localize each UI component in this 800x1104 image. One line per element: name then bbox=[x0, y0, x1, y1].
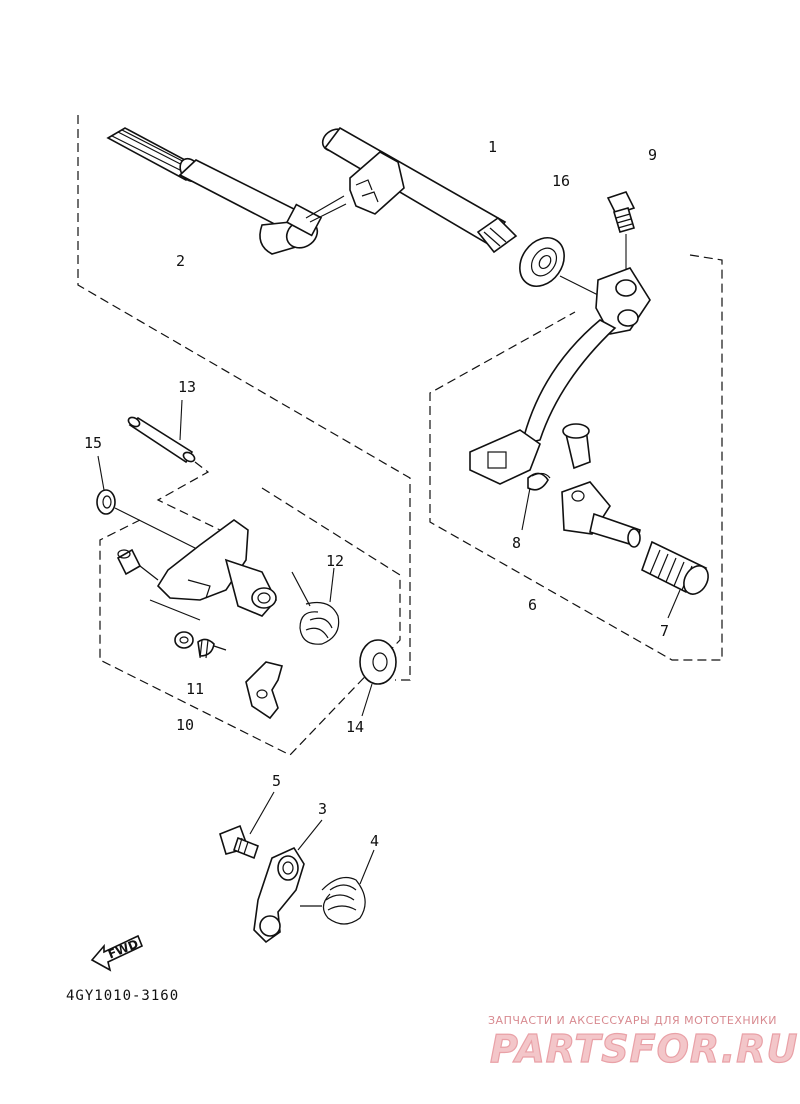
part-16-oil-seal bbox=[519, 237, 601, 297]
watermark-tagline: ЗАПЧАСТИ И АКСЕССУАРЫ ДЛЯ МОТОТЕХНИКИ bbox=[488, 1014, 777, 1027]
group-outline-upper bbox=[77, 115, 411, 681]
callout-8: 8 bbox=[512, 534, 521, 552]
part-3-stopper-lever bbox=[253, 819, 323, 944]
callout-10: 10 bbox=[176, 716, 194, 734]
callout-6: 6 bbox=[528, 596, 537, 614]
part-14-washer bbox=[359, 639, 397, 717]
part-12-torsion-spring bbox=[291, 567, 340, 645]
callout-4: 4 bbox=[370, 832, 379, 850]
part-8-spring-clip bbox=[521, 472, 551, 531]
part-5-bolt bbox=[219, 791, 275, 860]
part-10-shift-arm bbox=[116, 519, 277, 621]
part-9-bolt bbox=[606, 191, 636, 280]
part-1-shift-shaft bbox=[321, 126, 518, 254]
callout-5: 5 bbox=[272, 772, 281, 790]
callout-13: 13 bbox=[178, 378, 196, 396]
fwd-label: FWD bbox=[106, 937, 140, 962]
callout-2: 2 bbox=[176, 252, 185, 270]
part-11-spring-washer bbox=[174, 631, 227, 659]
callout-3: 3 bbox=[318, 800, 327, 818]
callout-12: 12 bbox=[326, 552, 344, 570]
group-outline-kick bbox=[429, 254, 723, 661]
callout-9: 9 bbox=[648, 146, 657, 164]
part-4-spring bbox=[300, 849, 375, 925]
part-6-kick-arm bbox=[469, 267, 651, 485]
diagram-code: 4GY1010-3160 bbox=[66, 988, 179, 1004]
callout-16: 16 bbox=[552, 172, 570, 190]
callout-7: 7 bbox=[660, 622, 669, 640]
part-2-shift-shaft bbox=[106, 127, 347, 255]
callout-11: 11 bbox=[186, 680, 204, 698]
stopper-plate bbox=[245, 661, 283, 720]
group-outline-13 bbox=[156, 461, 221, 531]
part-13-pin bbox=[127, 399, 196, 464]
part-7-kick-rubber bbox=[641, 540, 709, 619]
kick-pedal-pivot bbox=[561, 481, 641, 548]
part-15-circlip bbox=[96, 455, 216, 559]
group-outline-shift-arm bbox=[99, 487, 401, 756]
kick-pin bbox=[562, 423, 591, 470]
watermark-brand: PARTSFOR.RU bbox=[490, 1027, 798, 1071]
watermark-logo: ЗАПЧАСТИ И АКСЕССУАРЫ ДЛЯ МОТОТЕХНИКИ PA… bbox=[488, 1014, 798, 1072]
callout-15: 15 bbox=[84, 434, 102, 452]
callout-1: 1 bbox=[488, 138, 497, 156]
fwd-arrow-icon: FWD bbox=[90, 934, 144, 972]
callout-14: 14 bbox=[346, 718, 364, 736]
